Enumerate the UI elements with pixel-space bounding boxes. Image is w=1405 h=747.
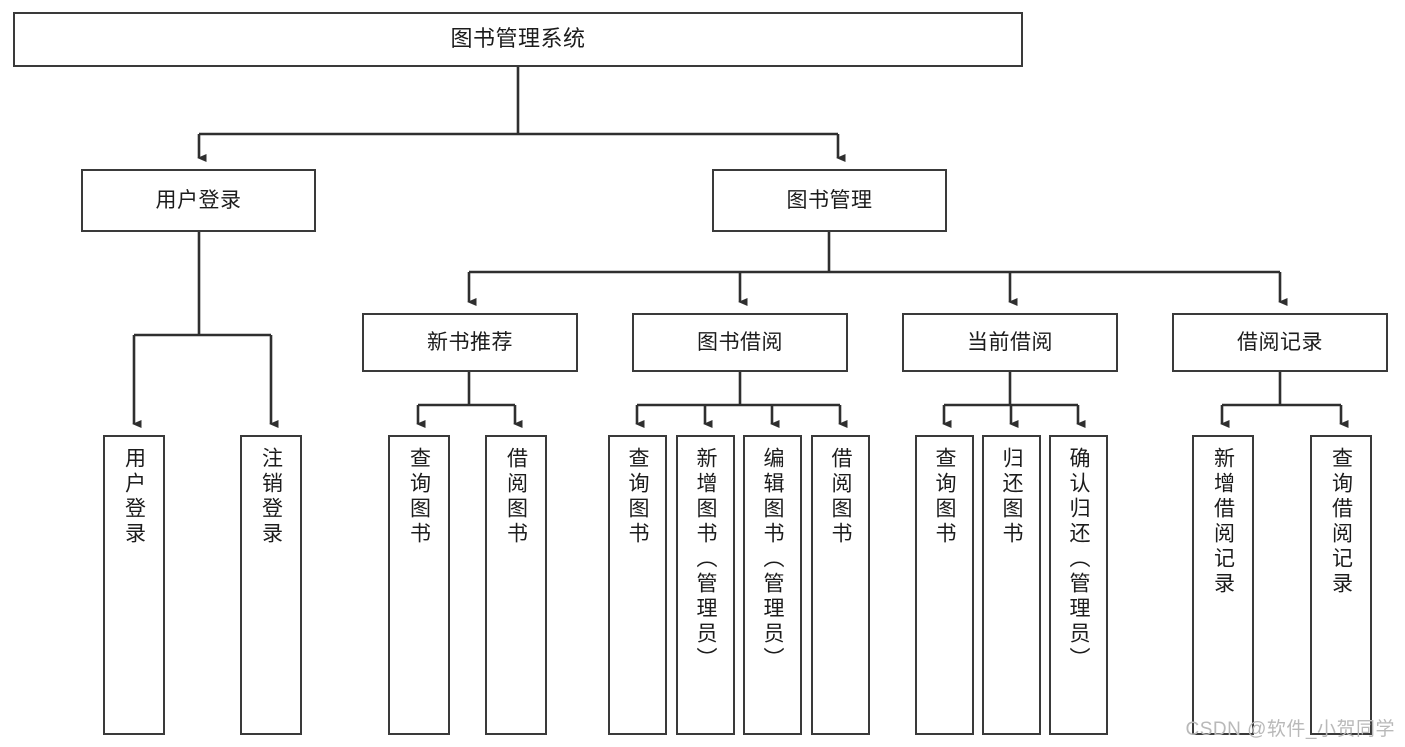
leaf-new-book-borrow[interactable]: 借阅图书 [485, 435, 547, 735]
leaf-current-borrow-query[interactable]: 查询图书 [915, 435, 974, 735]
leaf-borrow-record-query-label: 查询借阅记录 [1329, 447, 1353, 597]
leaf-book-borrow-add[interactable]: 新增图书（管理员） [676, 435, 735, 735]
node-book-management-label: 图书管理 [786, 188, 873, 212]
leaf-current-borrow-confirm[interactable]: 确认归还（管理员） [1049, 435, 1108, 735]
node-root-system[interactable]: 图书管理系统 [13, 12, 1023, 67]
node-borrow-record[interactable]: 借阅记录 [1172, 313, 1388, 372]
leaf-new-book-query-label: 查询图书 [407, 447, 431, 547]
node-new-book-recommend[interactable]: 新书推荐 [362, 313, 578, 372]
leaf-book-borrow-query[interactable]: 查询图书 [608, 435, 667, 735]
node-user-login-label: 用户登录 [155, 188, 242, 212]
leaf-current-borrow-query-label: 查询图书 [933, 447, 956, 547]
leaf-borrow-record-query[interactable]: 查询借阅记录 [1310, 435, 1372, 735]
leaf-borrow-record-add-label: 新增借阅记录 [1211, 447, 1235, 597]
node-borrow-record-label: 借阅记录 [1237, 330, 1323, 354]
leaf-user-login-logout-label: 注销登录 [259, 447, 283, 547]
leaf-new-book-borrow-label: 借阅图书 [504, 447, 528, 547]
leaf-current-borrow-confirm-label: 确认归还（管理员） [1067, 447, 1090, 672]
node-book-borrow-label: 图书借阅 [697, 330, 783, 354]
leaf-user-login-login[interactable]: 用户登录 [103, 435, 165, 735]
node-book-borrow[interactable]: 图书借阅 [632, 313, 848, 372]
node-root-system-label: 图书管理系统 [450, 26, 586, 52]
leaf-user-login-login-label: 用户登录 [122, 447, 146, 547]
node-current-borrow-label: 当前借阅 [967, 330, 1053, 354]
leaf-borrow-record-add[interactable]: 新增借阅记录 [1192, 435, 1254, 735]
watermark-text: CSDN @软件_小贺同学 [1185, 719, 1395, 740]
node-book-management[interactable]: 图书管理 [712, 169, 947, 232]
node-current-borrow[interactable]: 当前借阅 [902, 313, 1118, 372]
leaf-current-borrow-return[interactable]: 归还图书 [982, 435, 1041, 735]
leaf-book-borrow-edit-label: 编辑图书（管理员） [761, 447, 784, 672]
leaf-book-borrow-edit[interactable]: 编辑图书（管理员） [743, 435, 802, 735]
node-user-login[interactable]: 用户登录 [81, 169, 316, 232]
leaf-book-borrow-add-label: 新增图书（管理员） [694, 447, 717, 672]
leaf-current-borrow-return-label: 归还图书 [1000, 447, 1023, 547]
leaf-book-borrow-borrow-label: 借阅图书 [829, 447, 852, 547]
leaf-book-borrow-borrow[interactable]: 借阅图书 [811, 435, 870, 735]
node-new-book-recommend-label: 新书推荐 [427, 330, 513, 354]
leaf-user-login-logout[interactable]: 注销登录 [240, 435, 302, 735]
leaf-new-book-query[interactable]: 查询图书 [388, 435, 450, 735]
leaf-book-borrow-query-label: 查询图书 [626, 447, 649, 547]
